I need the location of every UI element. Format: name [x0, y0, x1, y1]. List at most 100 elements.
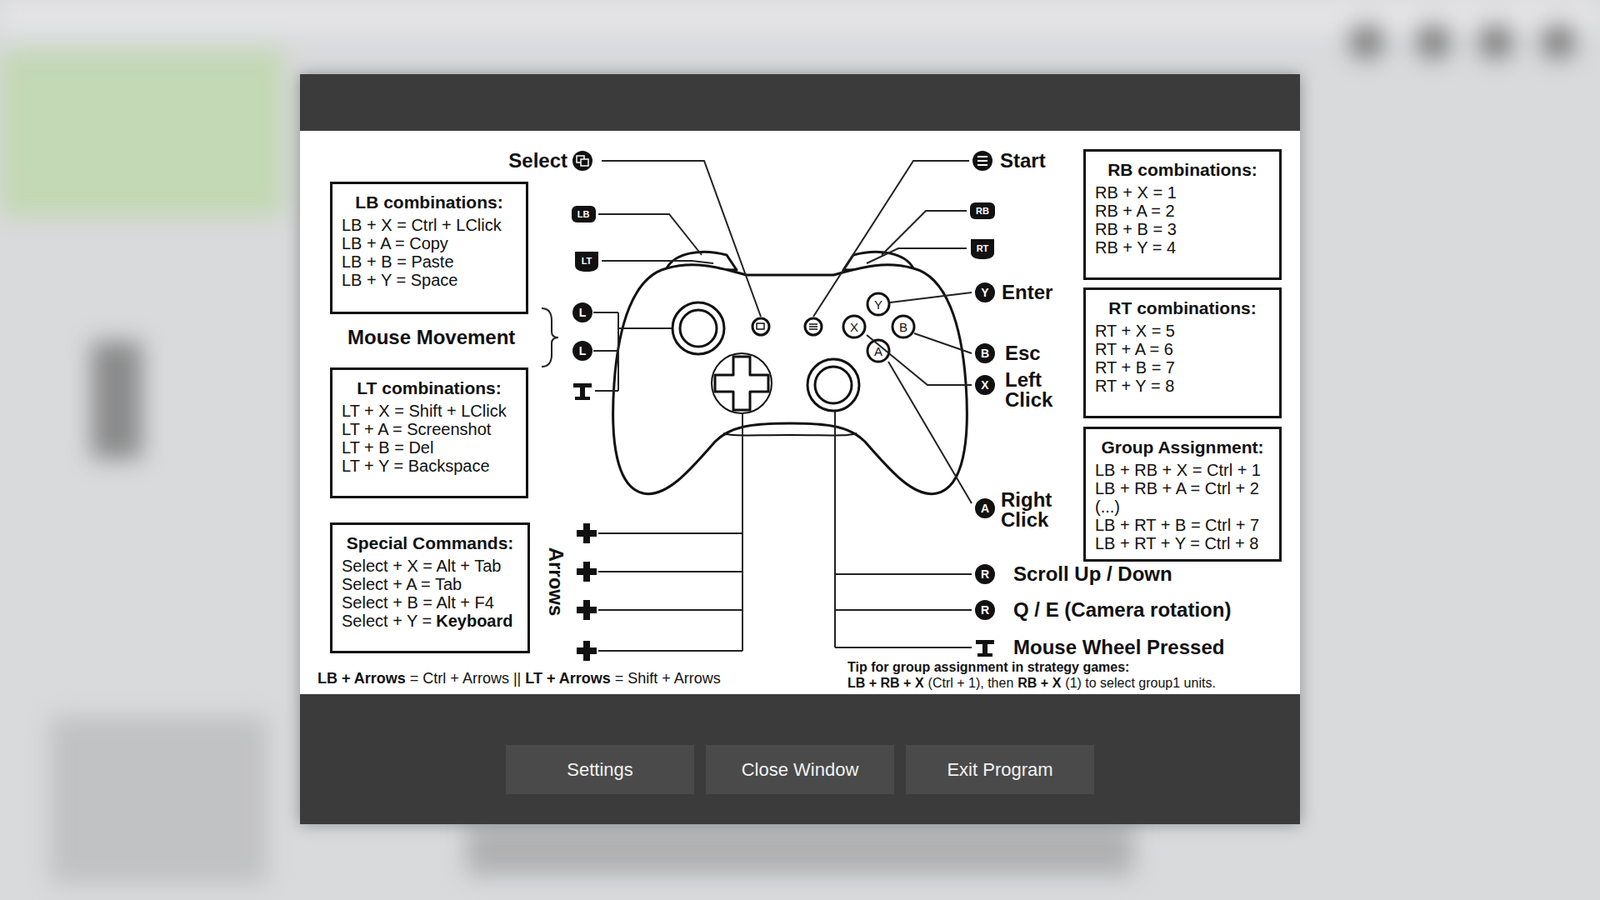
combination-box: Group Assignment:LB + RB + X = Ctrl + 1L…: [1083, 426, 1282, 562]
box-line: RT + A = 6: [1095, 340, 1174, 359]
leader-lines: [598, 650, 743, 652]
leader-lines: [866, 335, 972, 385]
controller-body: [680, 310, 717, 347]
leader-lines: [598, 214, 702, 255]
blur-patch: [1541, 25, 1575, 59]
controller-body: [807, 359, 860, 411]
window-button: Settings: [505, 745, 695, 795]
leader-lines: [835, 646, 972, 649]
box-line: LB + RT + B = Ctrl + 7: [1095, 515, 1260, 535]
leader-lines: [618, 327, 672, 330]
leader-lines: [741, 412, 744, 651]
tip-note-text: (Ctrl + 1), then: [928, 675, 1015, 691]
function-label: Left Click: [1005, 370, 1053, 410]
button-icons: [977, 156, 988, 165]
button-icons: [975, 343, 995, 364]
combination-text: Select + B = Alt + F4: [341, 593, 495, 612]
button-label: Close Window: [741, 759, 860, 781]
box-line: RB + A = 2: [1095, 201, 1175, 220]
function-label: Scroll Up / Down: [1013, 563, 1173, 585]
icon-letter: L: [579, 345, 587, 357]
button-icons: [970, 239, 995, 260]
button-icons: [572, 302, 593, 323]
button-icons: [975, 640, 995, 657]
window-button: Exit Program: [905, 745, 1095, 795]
box-line: LB + Y = Space: [341, 270, 458, 290]
leader-lines: [598, 532, 743, 535]
leader-lines: [541, 308, 559, 367]
combination-text: RB + A = 2: [1095, 201, 1175, 220]
combination-text: RB + B = 3: [1095, 220, 1177, 239]
icon-letter: Y: [980, 286, 989, 299]
heading-text: LB combinations:: [355, 192, 503, 212]
button-icons: [576, 600, 597, 620]
combination-text: LT + Y = Backspace: [341, 456, 490, 475]
combination-text: Select + A = Tab: [341, 575, 462, 594]
box-line: RB + Y = 4: [1095, 238, 1176, 257]
combination-text: LB + X = Ctrl + LClick: [341, 215, 502, 235]
blur-patch: [0, 50, 284, 217]
face-button-letter: X: [850, 320, 859, 334]
icon-letter: R: [980, 568, 990, 580]
face-button-letter: A: [874, 345, 883, 358]
icon-letter: RT: [976, 243, 990, 254]
combination-text: Select + X = Alt + Tab: [341, 556, 501, 575]
combination-text: LT + A = Screenshot: [341, 420, 491, 439]
box-line: Select + A = Tab: [341, 575, 462, 594]
box-line: Select + B = Alt + F4: [341, 593, 495, 612]
combination-text: RB + X = 1: [1095, 183, 1177, 202]
heading-text: RT combinations:: [1108, 298, 1256, 318]
function-label: Right Click: [1000, 490, 1052, 530]
box-line: RT + B = 7: [1095, 358, 1175, 377]
button-icons: [975, 375, 995, 395]
footer-note-text: = Shift + Arrows: [615, 670, 721, 688]
tip-note: LB + RB + X(Ctrl + 1), thenRB + X(1) to …: [847, 675, 1216, 691]
leader-lines: [834, 411, 836, 648]
leader-lines: [866, 248, 967, 264]
tip-note-text: Tip for group assignment in strategy gam…: [847, 660, 1130, 675]
button-icons: [575, 251, 599, 272]
function-label: Mouse Wheel Pressed: [1013, 636, 1225, 659]
combination-text: LT + B = Del: [341, 438, 434, 457]
combination-text: LB + Y = Space: [341, 270, 458, 290]
leader-lines: [914, 333, 972, 354]
controller-body: [715, 356, 769, 410]
controller-body: [711, 353, 772, 414]
leader-lines: [593, 311, 619, 314]
button-icons: [576, 561, 597, 582]
button-icons: [975, 600, 995, 620]
box-line: LT + B = Del: [341, 438, 434, 457]
face-button-letter: Y: [874, 298, 883, 311]
icon-letter: A: [980, 502, 990, 515]
footer-note: LB + Arrows= Ctrl + Arrows ||LT + Arrows…: [317, 670, 721, 688]
button-icons: [572, 150, 593, 171]
controller-body: [672, 302, 725, 355]
combination-text: LB + B = Paste: [341, 252, 455, 271]
button-icons: [573, 383, 592, 400]
box-heading: LB combinations:: [355, 191, 503, 214]
blur-patch: [466, 825, 1134, 875]
heading-text: Group Assignment:: [1100, 437, 1264, 457]
controller-body: [867, 293, 890, 315]
controller-body: [815, 366, 852, 404]
heading-text: Special Commands:: [346, 533, 515, 553]
button-icons: [576, 640, 597, 661]
function-label: Enter: [1001, 281, 1053, 304]
tip-note-text: LB + RB + X: [847, 675, 925, 691]
icon-letter: L: [579, 306, 587, 319]
button-icons: [576, 523, 597, 544]
icon-letter: B: [980, 347, 990, 360]
controller-body: [892, 315, 915, 338]
tip-note-text: RB + X: [1017, 675, 1061, 691]
combination-text: LT + X = Shift + LClick: [341, 401, 507, 420]
heading-text: LT combinations:: [356, 378, 501, 398]
box-line: Select + X = Alt + Tab: [341, 556, 501, 575]
combination-box: Special Commands:Select + X = Alt + TabS…: [330, 522, 530, 654]
button-icons: [975, 282, 995, 303]
leader-lines: [598, 570, 743, 573]
leader-lines: [888, 361, 972, 504]
blur-patch: [50, 716, 267, 884]
arrows-label: Arrows: [545, 547, 567, 617]
function-label: Esc: [1005, 342, 1041, 365]
tip-note: Tip for group assignment in strategy gam…: [847, 660, 1130, 675]
